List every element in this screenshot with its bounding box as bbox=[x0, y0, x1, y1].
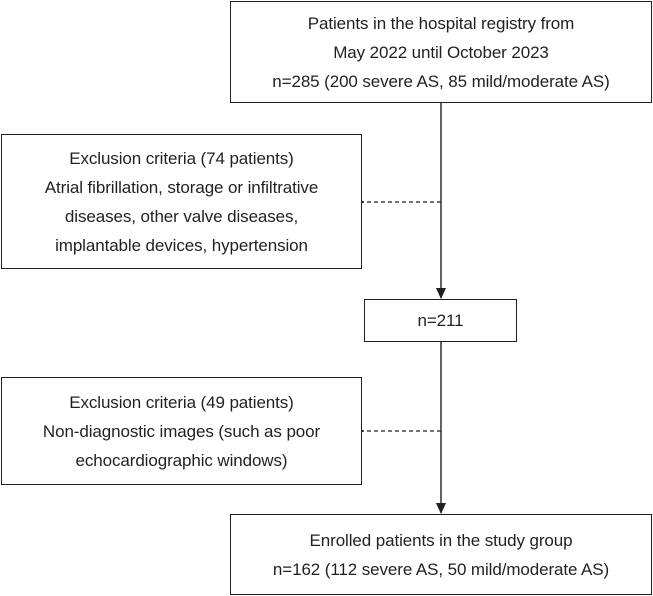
registry-line-3: n=285 (200 severe AS, 85 mild/moderate A… bbox=[272, 71, 610, 91]
remaining-count-box: n=211 bbox=[364, 299, 517, 342]
exclusion-1-line-2: Atrial fibrillation, storage or infiltra… bbox=[44, 177, 319, 197]
registry-line-1: Patients in the hospital registry from bbox=[307, 13, 575, 33]
remaining-count: n=211 bbox=[417, 311, 464, 330]
exclusion-1-line-3: diseases, other valve diseases, bbox=[64, 206, 299, 226]
exclusion-box-2: Exclusion criteria (49 patients) Non-dia… bbox=[1, 377, 362, 485]
registry-line-2: May 2022 until October 2023 bbox=[333, 42, 549, 62]
enrolled-count: n=162 (112 severe AS, 50 mild/moderate A… bbox=[272, 559, 610, 579]
exclusion-2-line-2: Non-diagnostic images (such as poor bbox=[42, 421, 321, 441]
exclusion-2-title: Exclusion criteria (49 patients) bbox=[69, 392, 294, 412]
exclusion-1-line-4: implantable devices, hypertension bbox=[55, 235, 308, 255]
enrolled-title: Enrolled patients in the study group bbox=[309, 530, 573, 550]
exclusion-2-line-3: echocardiographic windows) bbox=[75, 450, 288, 470]
exclusion-1-title: Exclusion criteria (74 patients) bbox=[69, 148, 294, 168]
exclusion-box-1: Exclusion criteria (74 patients) Atrial … bbox=[1, 134, 362, 269]
registry-box: Patients in the hospital registry from M… bbox=[230, 1, 652, 103]
enrolled-box: Enrolled patients in the study group n=1… bbox=[230, 514, 652, 595]
